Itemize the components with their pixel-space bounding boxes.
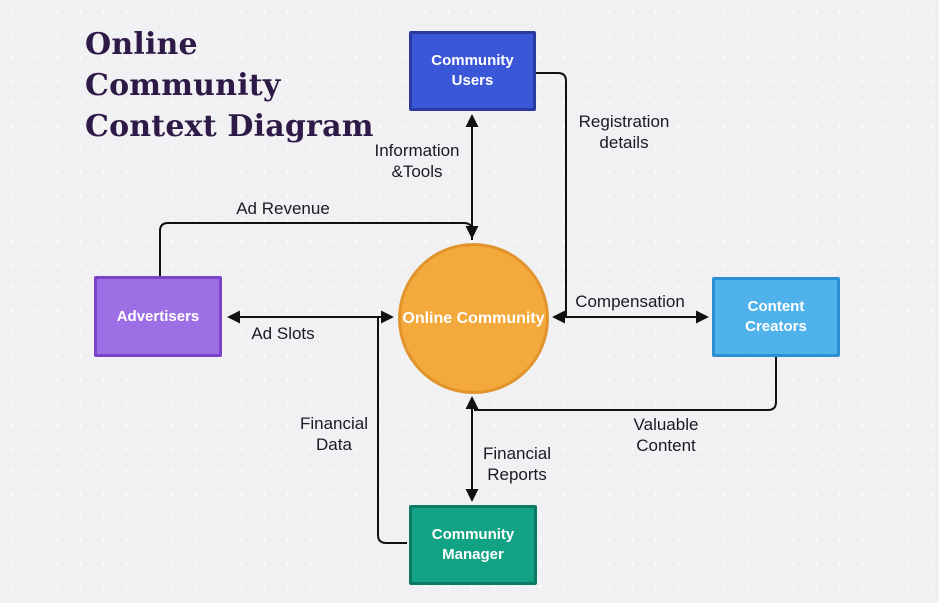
process-online-community: Online Community — [398, 243, 549, 394]
title-line-3: Context Diagram — [85, 109, 374, 144]
title-line-2: Community — [85, 68, 281, 103]
entity-content-creators: Content Creators — [712, 277, 840, 357]
flow-label-financial-data: Financial Data — [299, 414, 369, 454]
flow-line-registration-details — [536, 72, 567, 316]
diagram-title: Online Community Context Diagram — [85, 24, 374, 147]
flow-label-valuable-content: Valuable Content — [633, 415, 699, 455]
entity-community-manager: Community Manager — [409, 505, 537, 585]
flow-line-valuable-content — [474, 357, 777, 411]
flow-label-registration-details: Registration details — [578, 112, 670, 152]
flow-label-ad-revenue: Ad Revenue — [236, 199, 330, 218]
title-line-1: Online — [85, 27, 198, 62]
flow-label-financial-reports: Financial Reports — [482, 444, 552, 484]
entity-advertisers: Advertisers — [94, 276, 222, 357]
flow-label-compensation: Compensation — [575, 292, 685, 311]
flow-label-ad-slots: Ad Slots — [251, 324, 315, 343]
flow-label-information-tools: Information &Tools — [374, 141, 460, 181]
flow-line-ad-revenue — [159, 222, 479, 276]
flow-line-financial-data — [377, 317, 407, 544]
entity-community-users: Community Users — [409, 31, 536, 111]
